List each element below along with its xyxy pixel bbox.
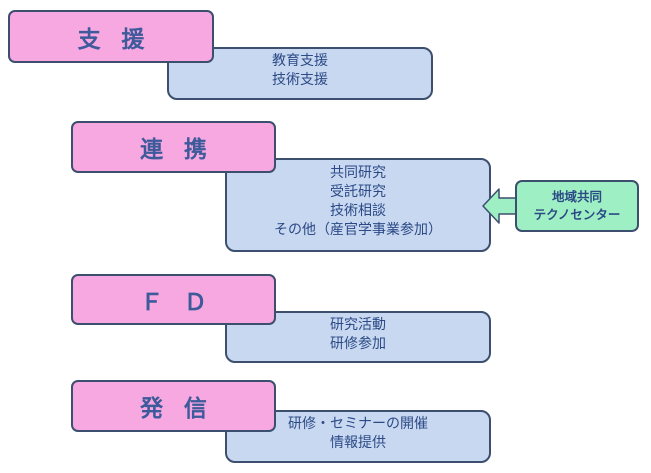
item-technical-consultation: 技術相談 — [330, 203, 386, 219]
item-joint-research: 共同研究 — [330, 165, 386, 181]
item-technical-support: 技術支援 — [272, 72, 328, 88]
item-other-industry-academia: その他（産官学事業参加） — [274, 222, 442, 238]
side-box-line-1: 地域共同 — [551, 189, 602, 204]
heading-collaboration-label: 連携 — [140, 137, 228, 163]
content-box-support: 教育支援 技術支援 — [167, 47, 433, 100]
heading-support: 支援 — [8, 10, 214, 63]
side-box-line-2: テクノセンター — [533, 207, 621, 222]
item-information-provision: 情報提供 — [330, 435, 386, 451]
item-research-activities: 研究活動 — [330, 317, 386, 333]
heading-fd: ＦＤ — [71, 274, 276, 325]
item-contract-research: 受託研究 — [330, 184, 386, 200]
regional-tech-center-box: 地域共同 テクノセンター — [515, 180, 639, 232]
heading-collaboration: 連携 — [71, 121, 276, 173]
item-seminar-hosting: 研修・セミナーの開催 — [288, 416, 428, 432]
heading-dissemination: 発信 — [71, 380, 276, 432]
item-education-support: 教育支援 — [272, 53, 328, 69]
heading-fd-label: ＦＤ — [140, 289, 228, 316]
heading-support-label: 支援 — [77, 26, 166, 53]
heading-dissemination-label: 発信 — [140, 396, 228, 422]
item-training-participation: 研修参加 — [330, 336, 386, 352]
